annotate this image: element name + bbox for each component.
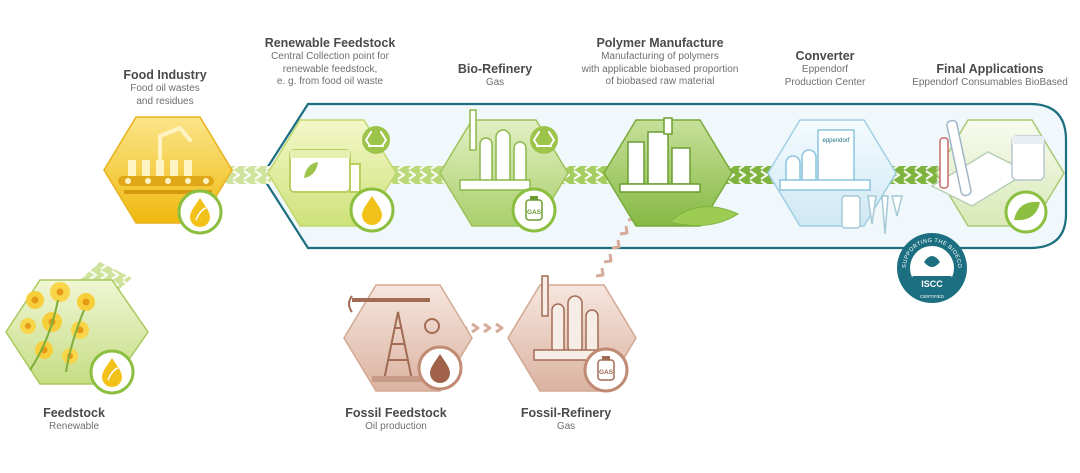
label-final-applications: Final Applications Eppendorf Consumables… xyxy=(908,62,1072,90)
recycle-icon xyxy=(530,126,558,154)
gas-bottle-icon: GAS xyxy=(511,187,557,233)
label-food-industry: Food Industry Food oil wastes and residu… xyxy=(95,68,235,108)
recycle-icon xyxy=(362,126,390,154)
brand-label: eppendorf xyxy=(822,138,849,144)
label-title: Renewable Feedstock xyxy=(264,36,396,50)
production-building-icon xyxy=(779,129,871,191)
leaf-icon xyxy=(1004,190,1048,234)
gas-label: GAS xyxy=(527,209,542,216)
gas-label: GAS xyxy=(599,369,614,376)
label-title: Bio-Refinery xyxy=(457,62,533,76)
label-title: Fossil Feedstock xyxy=(345,406,447,420)
food-industry-hexagon xyxy=(103,116,233,235)
label-title: Polymer Manufacture xyxy=(596,36,724,50)
conveyor-icon xyxy=(118,125,214,194)
fossil-refinery-hexagon: GAS xyxy=(507,275,637,393)
label-polymer-manufacture: Polymer Manufacture Manufacturing of pol… xyxy=(570,36,750,89)
flower-icon xyxy=(20,282,95,373)
polymer-manufacture-hexagon xyxy=(603,117,740,227)
label-bio-refinery: Bio-Refinery Gas xyxy=(440,62,550,90)
tubes-icon xyxy=(841,195,903,235)
label-feedstock: Feedstock Renewable xyxy=(24,406,124,434)
feedstock-hexagon xyxy=(5,279,149,395)
refinery-icon xyxy=(459,109,531,191)
label-title: Feedstock xyxy=(43,406,105,420)
final-applications-hexagon xyxy=(930,119,1065,234)
fossil-feedstock-hexagon xyxy=(343,284,473,392)
label-converter: Converter Eppendorf Production Center xyxy=(770,49,880,89)
converter-hexagon: eppendorf xyxy=(767,119,903,235)
oil-drop-icon xyxy=(417,345,463,391)
label-title: Final Applications xyxy=(936,62,1044,76)
label-renewable-feedstock: Renewable Feedstock Central Collection p… xyxy=(250,36,410,89)
consumables-icon xyxy=(930,119,1045,207)
label-title: Converter xyxy=(795,49,855,63)
oil-drop-icon xyxy=(349,187,395,233)
seal-sub: CERTIFIED xyxy=(920,294,944,299)
granulate-icon xyxy=(668,206,740,227)
pumpjack-icon xyxy=(348,295,448,382)
label-title: Fossil-Refinery xyxy=(520,406,612,420)
gas-bottle-icon: GAS xyxy=(583,347,629,393)
oil-drop-icon xyxy=(89,349,135,395)
oil-drop-icon xyxy=(177,189,223,235)
label-fossil-refinery: Fossil-Refinery Gas xyxy=(510,406,622,434)
seal-name: ISCC xyxy=(921,279,943,289)
factory-icon xyxy=(619,117,701,193)
tank-icon xyxy=(289,149,361,193)
renewable-feedstock-hexagon xyxy=(267,119,397,233)
label-title: Food Industry xyxy=(123,68,207,82)
label-fossil-feedstock: Fossil Feedstock Oil production xyxy=(336,406,456,434)
bio-refinery-hexagon: GAS xyxy=(439,109,569,233)
